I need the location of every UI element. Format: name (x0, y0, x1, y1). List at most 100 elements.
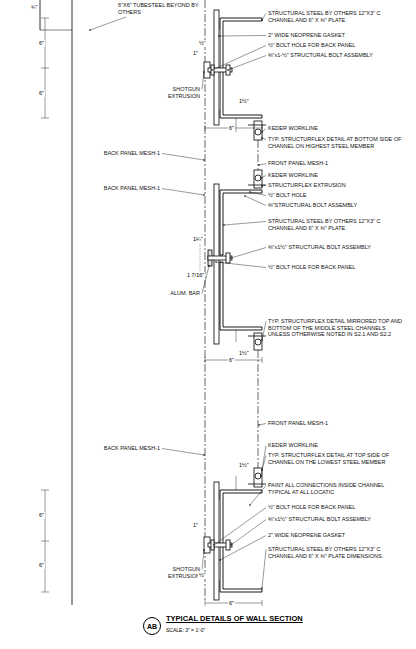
leader-dot (261, 19, 263, 21)
dimension-text: 1" (192, 50, 199, 57)
callout-note: ⅜"x1½" STRUCTURAL BOLT ASSEMBLY (268, 244, 408, 251)
callout-note: STRUCTURFLEX EXTRUSION (268, 182, 408, 189)
leader-line (219, 35, 266, 37)
dimension-text: 6" (38, 562, 45, 569)
leader-dot (261, 185, 263, 187)
structurflex-detail (248, 333, 266, 350)
leader-dot (203, 549, 205, 551)
leader-dot (223, 224, 225, 226)
c-channel (220, 262, 262, 330)
bolt-assembly (204, 62, 232, 78)
leader-line (245, 196, 266, 206)
leader-line (162, 154, 204, 161)
detail-callout-circle: AB (143, 617, 161, 635)
leader-line (224, 222, 266, 226)
leader-dot (258, 164, 260, 166)
dimension-text: ½" (198, 40, 207, 47)
dimension-text: 6" (38, 512, 45, 519)
leader-line (262, 14, 266, 21)
leader-line (220, 536, 266, 561)
scale-note: SCALE: 3" = 1'-0" (166, 627, 205, 633)
c-channel (220, 18, 262, 118)
leader-dot (249, 191, 251, 193)
callout-note: FRONT PANEL MESH-1 (268, 420, 408, 427)
neoprene-gasket (219, 500, 221, 580)
dimension-text: 1½" (238, 462, 250, 469)
leader-dot (213, 544, 215, 546)
leader-dot (208, 265, 210, 267)
bolt-assembly (208, 250, 232, 266)
leader-line (261, 446, 266, 477)
callout-note: ½" BOLT HOLE FOR BACK PANEL (268, 504, 408, 511)
leader-line (231, 520, 266, 546)
leader-dot (211, 69, 213, 71)
front-panel-mesh (258, 350, 259, 468)
leader-dot (227, 69, 229, 71)
callout-note: STRUCTURAL STEEL BY OTHERS 12"X3" C CHAN… (268, 10, 408, 23)
callout-note: SHOTGUN EXTRUSION (158, 566, 200, 579)
leader-line (262, 456, 266, 471)
dimension-text: 1¼" (192, 236, 204, 243)
callout-note: 2" WIDE NEOPRENE GASKET (268, 32, 408, 39)
detail-tag: AB (147, 623, 157, 630)
callout-note: ⅜"x1-½" STRUCTURAL BOLT ASSEMBLY (268, 52, 408, 59)
leader-line (259, 424, 266, 426)
front-panel-mesh (258, 140, 259, 170)
callout-note: BACK PANEL MESH-1 (100, 185, 160, 192)
leader-dot (203, 194, 205, 196)
dimension-text: 1 7/16" (186, 272, 205, 279)
leader-line (202, 72, 204, 90)
dimension-text: 6" (38, 40, 45, 47)
leader-line (202, 266, 209, 294)
leader-dot (261, 137, 263, 139)
leader-line (250, 486, 266, 506)
dimension-text: 1½" (238, 98, 250, 105)
structurflex-detail (248, 170, 266, 188)
callout-note: KEDER WORKLINE (268, 125, 408, 132)
structurflex-detail (248, 468, 266, 487)
leader-line (262, 129, 266, 133)
bolt-assembly (204, 537, 232, 553)
callout-note: ½" BOLT HOLE FOR BACK PANEL (268, 264, 408, 271)
structurflex-detail (248, 121, 266, 140)
callout-note: PAINT ALL CONNECTIONS INSIDE CHANNEL TYP… (268, 482, 408, 495)
leader-dot (244, 195, 246, 197)
leader-line (261, 176, 266, 179)
steel-plate (214, 184, 219, 344)
callout-note: SHOTGUN EXTRUSION (158, 86, 200, 99)
leader-line (214, 508, 266, 546)
leader-line (90, 17, 126, 30)
steel-plate (214, 10, 219, 125)
drawing-title: TYPICAL DETAILS OF WALL SECTION (166, 614, 303, 623)
leader-dot (249, 504, 251, 506)
leader-line (250, 192, 266, 196)
leader-dot (203, 71, 205, 73)
callout-note: KEDER WORKLINE (268, 172, 408, 179)
steel-plate (214, 482, 219, 600)
tubesteel-line (72, 0, 73, 605)
callout-note: BACK PANEL MESH-1 (100, 150, 160, 157)
tubesteel-edge (40, 0, 41, 30)
dimension-text: 6" (228, 357, 235, 364)
callout-note: BACK PANEL MESH-1 (100, 445, 160, 452)
dimension-text: ½" (198, 572, 207, 579)
leader-line (212, 46, 266, 71)
leader-dot (89, 29, 91, 31)
leader-line (262, 185, 266, 187)
callout-note: 2" WIDE NEOPRENE GASKET (268, 532, 408, 539)
leader-dot (230, 257, 232, 259)
leader-dot (260, 177, 262, 179)
callout-note: KEDER WORKLINE (268, 442, 408, 449)
callout-note: ⅜"STRUCTURAL BOLT ASSEMBLY (268, 202, 408, 209)
callout-note: ½" BOLT HOLE (268, 192, 408, 199)
leader-dot (218, 35, 220, 37)
callout-note: ½" BOLT HOLE FOR BACK PANEL (268, 42, 408, 49)
leader-dot (261, 131, 263, 133)
leader-dot (260, 475, 262, 477)
callout-note: STRUCTURAL STEEL BY OTHERS 12"X3" C CHAN… (268, 218, 408, 231)
callout-note: ⅜"x1½" STRUCTURAL BOLT ASSEMBLY (268, 516, 408, 523)
callout-note: STRUCTURAL STEEL BY OTHERS 12"X3" C CHAN… (268, 546, 408, 559)
leader-line (162, 449, 204, 456)
leader-line (202, 550, 204, 570)
